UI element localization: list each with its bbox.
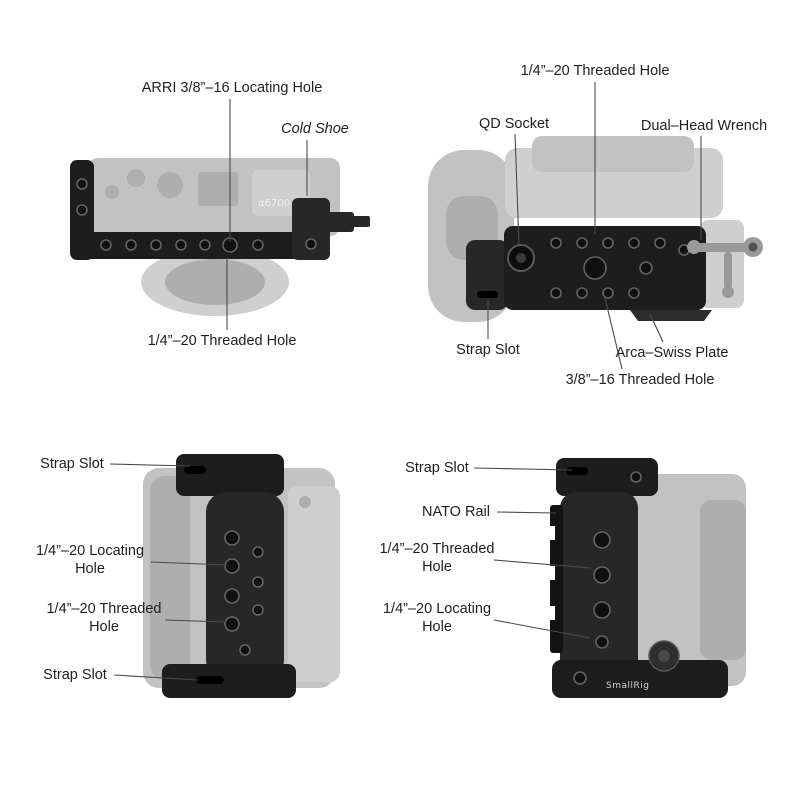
label-arri-locating-hole: ARRI 3/8”–16 Locating Hole <box>141 80 323 96</box>
label-dual-head-wrench: Dual–Head Wrench <box>640 118 768 134</box>
arca-swiss-plate <box>630 310 712 321</box>
label-bottom-strap-slot: Strap Slot <box>456 342 520 358</box>
cage-top-plate <box>70 232 316 259</box>
quarter-locating-hole <box>224 558 240 574</box>
label-side-strap-slot: Strap Slot <box>405 460 469 476</box>
strap-slot-top <box>184 466 206 474</box>
label-side-locating-hole: 1/4”–20 Locating Hole <box>382 601 492 635</box>
label-front-threaded-hole: 1/4”–20 Threaded Hole <box>46 601 162 635</box>
quarter-locating-hole <box>595 635 609 649</box>
label-top-threaded-hole: 1/4”–20 Threaded Hole <box>147 333 297 349</box>
bottom-view-illustration <box>428 136 763 322</box>
label-front-strap-slot-bottom: Strap Slot <box>43 667 107 683</box>
label-cold-shoe: Cold Shoe <box>281 121 349 137</box>
label-front-strap-slot-top: Strap Slot <box>40 456 104 472</box>
quarter-threaded-hole <box>224 616 240 632</box>
cage-top-plate <box>176 454 284 496</box>
side-view-illustration: SmallRig <box>548 458 746 698</box>
label-side-threaded-hole: 1/4”–20 Threaded Hole <box>379 541 495 575</box>
camera-model-engraving: α6700 <box>258 198 290 209</box>
cage-top-plate <box>556 458 658 496</box>
quarter-threaded-hole <box>593 566 611 584</box>
strap-slot <box>566 467 588 475</box>
label-38-threaded-hole: 3/8”–16 Threaded Hole <box>565 372 715 388</box>
center-threaded-hole <box>583 256 607 280</box>
strap-slot-bottom <box>196 676 224 684</box>
front-view-illustration <box>143 454 340 698</box>
cold-shoe <box>328 212 354 232</box>
label-nato-rail: NATO Rail <box>422 504 490 520</box>
leader-lines <box>109 82 702 681</box>
label-qd-socket: QD Socket <box>478 116 550 132</box>
cage-bottom-plate <box>162 664 296 698</box>
label-arca-swiss-plate: Arca–Swiss Plate <box>615 345 729 361</box>
strap-slot <box>477 291 498 298</box>
dual-head-wrench <box>687 237 763 298</box>
label-front-locating-hole: 1/4”–20 Locating Hole <box>35 543 145 577</box>
three-eighths-threaded-hole <box>602 287 614 299</box>
brand-engraving: SmallRig <box>606 681 649 691</box>
cage-side-rail <box>560 492 638 684</box>
cage-bottom-plate <box>552 660 728 698</box>
top-view-illustration: α6700 <box>70 158 370 316</box>
label-bottom-threaded-hole: 1/4”–20 Threaded Hole <box>520 63 670 79</box>
